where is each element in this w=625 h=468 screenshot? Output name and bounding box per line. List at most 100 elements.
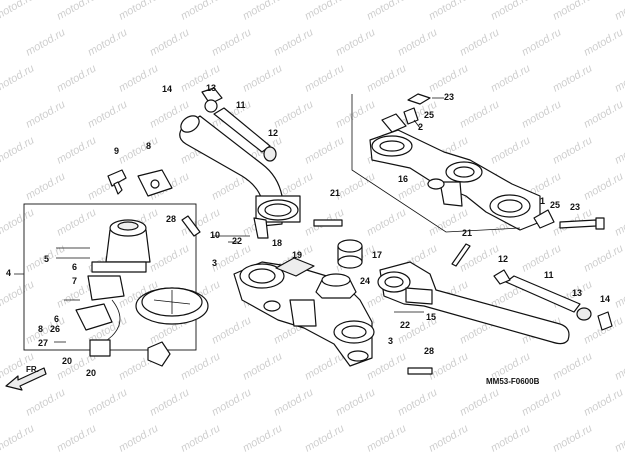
bar-end-weight-right [493, 269, 613, 331]
watermark-text: motod.ru [272, 386, 316, 418]
watermark-text: motod.ru [427, 0, 471, 23]
callout-c-13b: 13 [572, 288, 582, 298]
callout-c-5: 5 [44, 254, 49, 264]
callout-c-11a: 11 [236, 100, 246, 110]
watermark-text: motod.ru [55, 206, 99, 238]
watermark-text: motod.ru [365, 62, 409, 94]
callout-c-14a: 14 [162, 84, 172, 94]
watermark-text: motod.ru [489, 134, 533, 166]
watermark-text: motod.ru [179, 422, 223, 454]
watermark-text: motod.ru [55, 134, 99, 166]
steering-nut-24 [315, 273, 357, 299]
watermark-text: motod.ru [551, 0, 595, 23]
watermark-text: motod.ru [489, 422, 533, 454]
watermark-text: motod.ru [582, 170, 625, 202]
callout-c-25a: 25 [424, 110, 434, 120]
watermark-text: motod.ru [24, 26, 68, 58]
watermark-text: motod.ru [613, 206, 625, 238]
watermark-text: motod.ru [489, 0, 533, 23]
watermark-text: motod.ru [489, 62, 533, 94]
watermark-text: motod.ru [241, 62, 285, 94]
callout-c-22b: 22 [400, 320, 410, 330]
cover-cap [135, 287, 209, 325]
callout-c-28a: 28 [166, 214, 176, 224]
plate-8 [137, 169, 173, 197]
watermark-text: motod.ru [0, 278, 36, 310]
watermark-text: motod.ru [334, 26, 378, 58]
watermark-text: motod.ru [613, 134, 625, 166]
cap-17 [337, 239, 363, 269]
watermark-text: motod.ru [0, 206, 36, 238]
watermark-text: motod.ru [272, 98, 316, 130]
right-handlebar [377, 261, 570, 345]
watermark-text: motod.ru [210, 314, 254, 346]
watermark-text: motod.ru [396, 26, 440, 58]
watermark-text: motod.ru [458, 26, 502, 58]
watermark-text: motod.ru [148, 386, 192, 418]
ignition-switch [75, 219, 151, 357]
watermark-text: motod.ru [458, 386, 502, 418]
watermark-text: motod.ru [365, 422, 409, 454]
bolt-28-left [181, 215, 201, 237]
callout-c-9: 9 [114, 146, 119, 156]
watermark-text: motod.ru [55, 0, 99, 23]
callout-c-11b: 11 [544, 270, 554, 280]
key-9 [107, 169, 127, 195]
watermark-text: motod.ru [0, 422, 36, 454]
front-direction-arrow [5, 367, 47, 391]
watermark-text: motod.ru [396, 386, 440, 418]
watermark-text: motod.ru [86, 26, 130, 58]
watermark-text: motod.ru [55, 62, 99, 94]
callout-c-12a: 12 [268, 128, 278, 138]
callout-c-10: 10 [210, 230, 220, 240]
callout-c-8b: 8 [38, 324, 43, 334]
callout-c-26: 26 [50, 324, 60, 334]
bolt-28-bottom [407, 367, 433, 375]
lower-triple-clamp [233, 261, 375, 367]
callout-c-20a: 20 [62, 356, 72, 366]
watermark-text: motod.ru [613, 62, 625, 94]
watermark-text: motod.ru [117, 422, 161, 454]
watermark-text: motod.ru [551, 134, 595, 166]
callout-c-8: 8 [146, 141, 151, 151]
watermark-text: motod.ru [179, 0, 223, 23]
watermark-text: motod.ru [427, 62, 471, 94]
callout-c-13a: 13 [206, 83, 216, 93]
watermark-text: motod.ru [241, 422, 285, 454]
callout-c-23b: 23 [570, 202, 580, 212]
watermark-text: motod.ru [117, 62, 161, 94]
watermark-text: motod.ru [0, 62, 36, 94]
watermark-text: motod.ru [148, 242, 192, 274]
watermark-text: motod.ru [582, 242, 625, 274]
front-direction-label: FR. [26, 365, 39, 374]
watermark-text: motod.ru [551, 62, 595, 94]
watermark-text: motod.ru [303, 350, 347, 382]
watermark-text: motod.ru [210, 26, 254, 58]
callout-c-3a: 3 [212, 258, 217, 268]
callout-c-27: 27 [38, 338, 48, 348]
bolt-23-right [533, 209, 605, 230]
grommet [147, 341, 171, 367]
watermark-text: motod.ru [551, 422, 595, 454]
watermark-text: motod.ru [520, 26, 564, 58]
watermark-text: motod.ru [210, 386, 254, 418]
left-handlebar [179, 115, 301, 239]
watermark-text: motod.ru [303, 62, 347, 94]
callout-c-6b: 6 [54, 314, 59, 324]
watermark-text: motod.ru [458, 98, 502, 130]
watermark-text: motod.ru [613, 278, 625, 310]
callout-c-3b: 3 [388, 336, 393, 346]
callout-c-18: 18 [272, 238, 282, 248]
watermark-text: motod.ru [86, 386, 130, 418]
watermark-text: motod.ru [272, 26, 316, 58]
watermark-text: motod.ru [334, 170, 378, 202]
watermark-text: motod.ru [427, 422, 471, 454]
callout-c-23a: 23 [444, 92, 454, 102]
watermark-text: motod.ru [55, 422, 99, 454]
diagram-code: MM53-F0600B [486, 377, 540, 386]
callout-c-21b: 21 [462, 228, 472, 238]
watermark-text: motod.ru [303, 134, 347, 166]
callout-c-25b: 25 [550, 200, 560, 210]
callout-c-4: 4 [6, 268, 11, 278]
